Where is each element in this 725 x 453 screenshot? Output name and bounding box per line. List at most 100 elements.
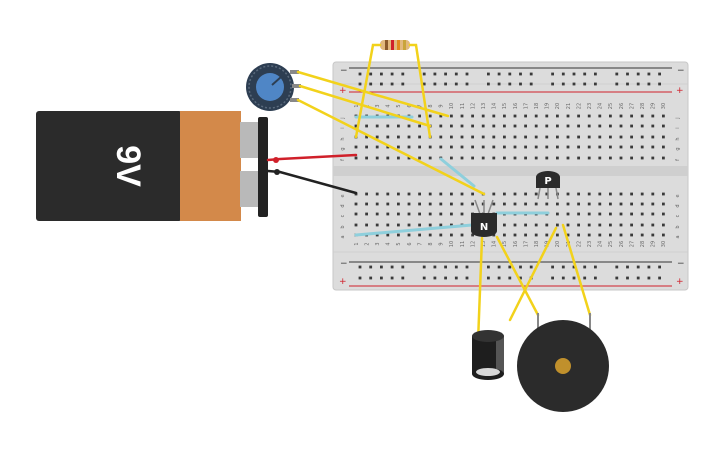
breadboard-hole[interactable]	[471, 124, 474, 128]
breadboard-hole[interactable]	[418, 135, 421, 139]
breadboard-hole[interactable]	[471, 233, 474, 237]
breadboard-hole[interactable]	[598, 145, 602, 149]
breadboard-hole[interactable]	[598, 192, 602, 196]
breadboard-hole[interactable]	[519, 72, 522, 76]
breadboard-hole[interactable]	[513, 223, 517, 227]
breadboard-hole[interactable]	[386, 212, 390, 216]
breadboard-hole[interactable]	[439, 202, 443, 206]
breadboard-hole[interactable]	[508, 265, 512, 269]
breadboard-hole[interactable]	[407, 124, 411, 128]
breadboard-hole[interactable]	[513, 202, 517, 206]
breadboard-hole[interactable]	[545, 156, 549, 160]
breadboard-hole[interactable]	[390, 82, 394, 86]
breadboard-hole[interactable]	[358, 72, 362, 76]
breadboard-hole[interactable]	[566, 233, 570, 237]
breadboard-hole[interactable]	[662, 202, 665, 206]
breadboard-hole[interactable]	[407, 202, 411, 206]
breadboard-hole[interactable]	[651, 233, 655, 237]
breadboard-hole[interactable]	[375, 124, 379, 128]
breadboard-hole[interactable]	[444, 72, 447, 76]
breadboard-hole[interactable]	[583, 72, 587, 76]
breadboard-hole[interactable]	[401, 82, 405, 86]
breadboard-hole[interactable]	[662, 233, 665, 237]
breadboard-hole[interactable]	[460, 135, 464, 139]
breadboard-hole[interactable]	[375, 156, 379, 160]
breadboard-hole[interactable]	[577, 145, 580, 149]
breadboard-hole[interactable]	[647, 82, 651, 86]
breadboard-hole[interactable]	[630, 233, 633, 237]
breadboard-hole[interactable]	[651, 212, 655, 216]
breadboard-hole[interactable]	[365, 192, 368, 196]
breadboard-hole[interactable]	[386, 135, 390, 139]
breadboard-hole[interactable]	[556, 202, 559, 206]
breadboard-hole[interactable]	[640, 192, 644, 196]
buzzer-wire[interactable]	[561, 223, 592, 317]
breadboard-hole[interactable]	[418, 202, 421, 206]
breadboard-hole[interactable]	[626, 82, 629, 86]
breadboard-hole[interactable]	[566, 212, 570, 216]
breadboard-hole[interactable]	[401, 276, 405, 280]
breadboard-hole[interactable]	[386, 192, 390, 196]
breadboard-hole[interactable]	[598, 124, 602, 128]
breadboard-hole[interactable]	[450, 124, 453, 128]
breadboard-hole[interactable]	[450, 114, 453, 118]
breadboard-hole[interactable]	[651, 223, 655, 227]
breadboard-hole[interactable]	[524, 233, 527, 237]
breadboard-hole[interactable]	[508, 72, 512, 76]
breadboard-hole[interactable]	[524, 124, 527, 128]
breadboard-hole[interactable]	[492, 156, 496, 160]
buzzer-icon[interactable]	[517, 313, 609, 412]
breadboard-hole[interactable]	[587, 202, 591, 206]
breadboard-hole[interactable]	[422, 72, 426, 76]
breadboard-hole[interactable]	[529, 82, 533, 86]
breadboard-hole[interactable]	[534, 145, 538, 149]
breadboard-hole[interactable]	[401, 72, 405, 76]
breadboard-hole[interactable]	[407, 233, 411, 237]
breadboard-hole[interactable]	[365, 145, 368, 149]
breadboard-hole[interactable]	[450, 233, 453, 237]
breadboard-hole[interactable]	[561, 265, 565, 269]
breadboard-hole[interactable]	[369, 265, 373, 269]
breadboard-hole[interactable]	[375, 145, 379, 149]
breadboard-hole[interactable]	[545, 223, 549, 227]
breadboard-hole[interactable]	[465, 82, 469, 86]
breadboard-hole[interactable]	[636, 72, 640, 76]
breadboard-hole[interactable]	[524, 156, 527, 160]
breadboard-hole[interactable]	[380, 72, 383, 76]
breadboard-hole[interactable]	[375, 233, 379, 237]
breadboard-hole[interactable]	[503, 223, 506, 227]
breadboard-hole[interactable]	[450, 145, 453, 149]
breadboard-hole[interactable]	[481, 124, 485, 128]
breadboard-hole[interactable]	[572, 82, 576, 86]
breadboard-hole[interactable]	[615, 82, 619, 86]
breadboard-hole[interactable]	[545, 145, 549, 149]
pot-wire[interactable]	[298, 84, 432, 128]
breadboard-hole[interactable]	[587, 223, 591, 227]
breadboard-hole[interactable]	[369, 72, 373, 76]
breadboard-hole[interactable]	[619, 223, 623, 227]
breadboard-hole[interactable]	[534, 223, 538, 227]
resistor-lead[interactable]	[408, 43, 432, 139]
breadboard-hole[interactable]	[433, 276, 437, 280]
breadboard-hole[interactable]	[444, 82, 447, 86]
breadboard-hole[interactable]	[422, 276, 426, 280]
breadboard-hole[interactable]	[524, 114, 527, 118]
breadboard-hole[interactable]	[636, 265, 640, 269]
breadboard-hole[interactable]	[519, 82, 522, 86]
breadboard-hole[interactable]	[619, 212, 623, 216]
breadboard-hole[interactable]	[454, 72, 458, 76]
breadboard-hole[interactable]	[487, 72, 490, 76]
breadboard-hole[interactable]	[428, 202, 432, 206]
breadboard-hole[interactable]	[460, 233, 464, 237]
breadboard-hole[interactable]	[587, 212, 591, 216]
breadboard-hole[interactable]	[609, 135, 612, 139]
breadboard-hole[interactable]	[397, 156, 400, 160]
breadboard-hole[interactable]	[380, 265, 383, 269]
breadboard-hole[interactable]	[503, 233, 506, 237]
breadboard-hole[interactable]	[662, 223, 665, 227]
breadboard-hole[interactable]	[594, 265, 597, 269]
breadboard-hole[interactable]	[365, 202, 368, 206]
breadboard-hole[interactable]	[407, 135, 411, 139]
breadboard-hole[interactable]	[407, 192, 411, 196]
breadboard-hole[interactable]	[577, 202, 580, 206]
